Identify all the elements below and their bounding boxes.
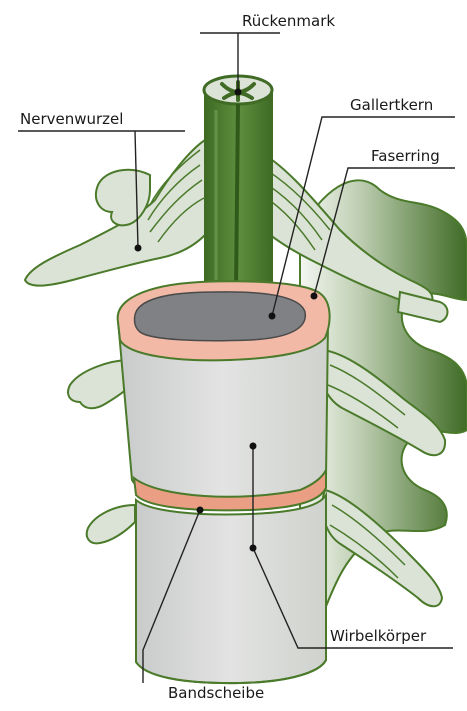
nucleus-pulposus: [135, 292, 306, 341]
lower-left-process-2: [87, 505, 135, 543]
label-disc: Bandscheibe: [168, 684, 264, 702]
label-annulus: Faserring: [371, 147, 440, 165]
dot-nerve-root: [135, 245, 142, 252]
cord-central-line: [236, 104, 238, 290]
label-nerve-root: Nervenwurzel: [20, 110, 123, 128]
label-nucleus: Gallertkern: [350, 96, 433, 114]
dot-annulus: [311, 293, 318, 300]
label-spinal-cord: Rückenmark: [242, 12, 335, 30]
dot-nucleus: [269, 313, 276, 320]
dot-disc: [197, 507, 204, 514]
dot-vertebral-body-lower: [250, 545, 257, 552]
dot-vertebral-body-upper: [250, 443, 257, 450]
label-vertebral-body: Wirbelkörper: [330, 627, 427, 645]
dot-spinal-cord: [235, 89, 242, 96]
lower-vertebral-body: [136, 495, 326, 683]
